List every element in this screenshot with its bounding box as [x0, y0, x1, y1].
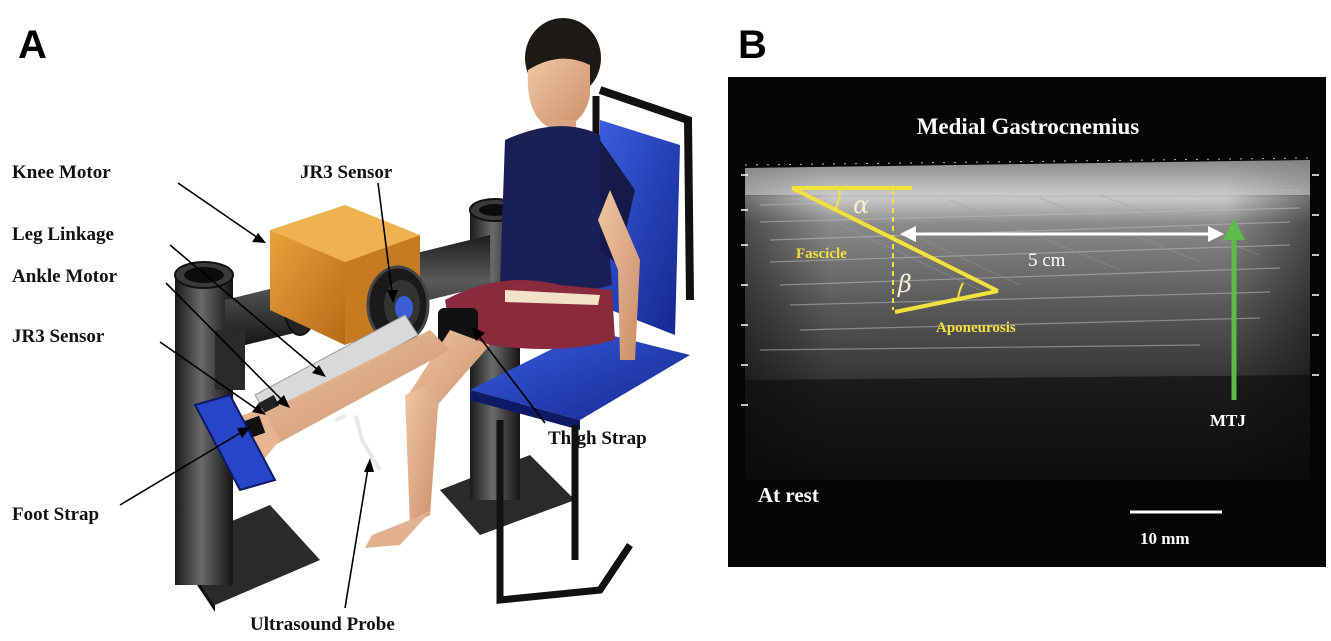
ultrasound-title: Medial Gastrocnemius [917, 114, 1140, 139]
scale-label: 10 mm [1140, 529, 1190, 548]
aponeurosis-label: Aponeurosis [936, 320, 1016, 336]
leader-ultrasound-probe [345, 468, 368, 608]
callout-thigh-strap: Thigh Strap [548, 428, 647, 449]
panel-a: A [12, 18, 690, 635]
leader-knee-motor [178, 183, 258, 238]
callout-jr3-sensor-top: JR3 Sensor [300, 162, 393, 183]
callout-knee-motor: Knee Motor [12, 162, 111, 183]
beta-label: β [897, 270, 912, 298]
callout-leg-linkage: Leg Linkage [12, 224, 114, 245]
panel-b-letter: B [738, 23, 767, 67]
mtj-label: MTJ [1210, 411, 1246, 430]
callout-ankle-motor: Ankle Motor [12, 266, 118, 287]
distance-label: 5 cm [1028, 250, 1066, 271]
callout-jr3-sensor-left: JR3 Sensor [12, 326, 105, 347]
panel-b: B [728, 23, 1326, 567]
alpha-label: α [853, 191, 869, 219]
callout-ultrasound-probe: Ultrasound Probe [250, 614, 395, 635]
fascicle-label: Fascicle [796, 246, 847, 262]
state-label: At rest [758, 483, 819, 507]
callout-foot-strap: Foot Strap [12, 504, 99, 525]
panel-a-letter: A [18, 23, 47, 67]
